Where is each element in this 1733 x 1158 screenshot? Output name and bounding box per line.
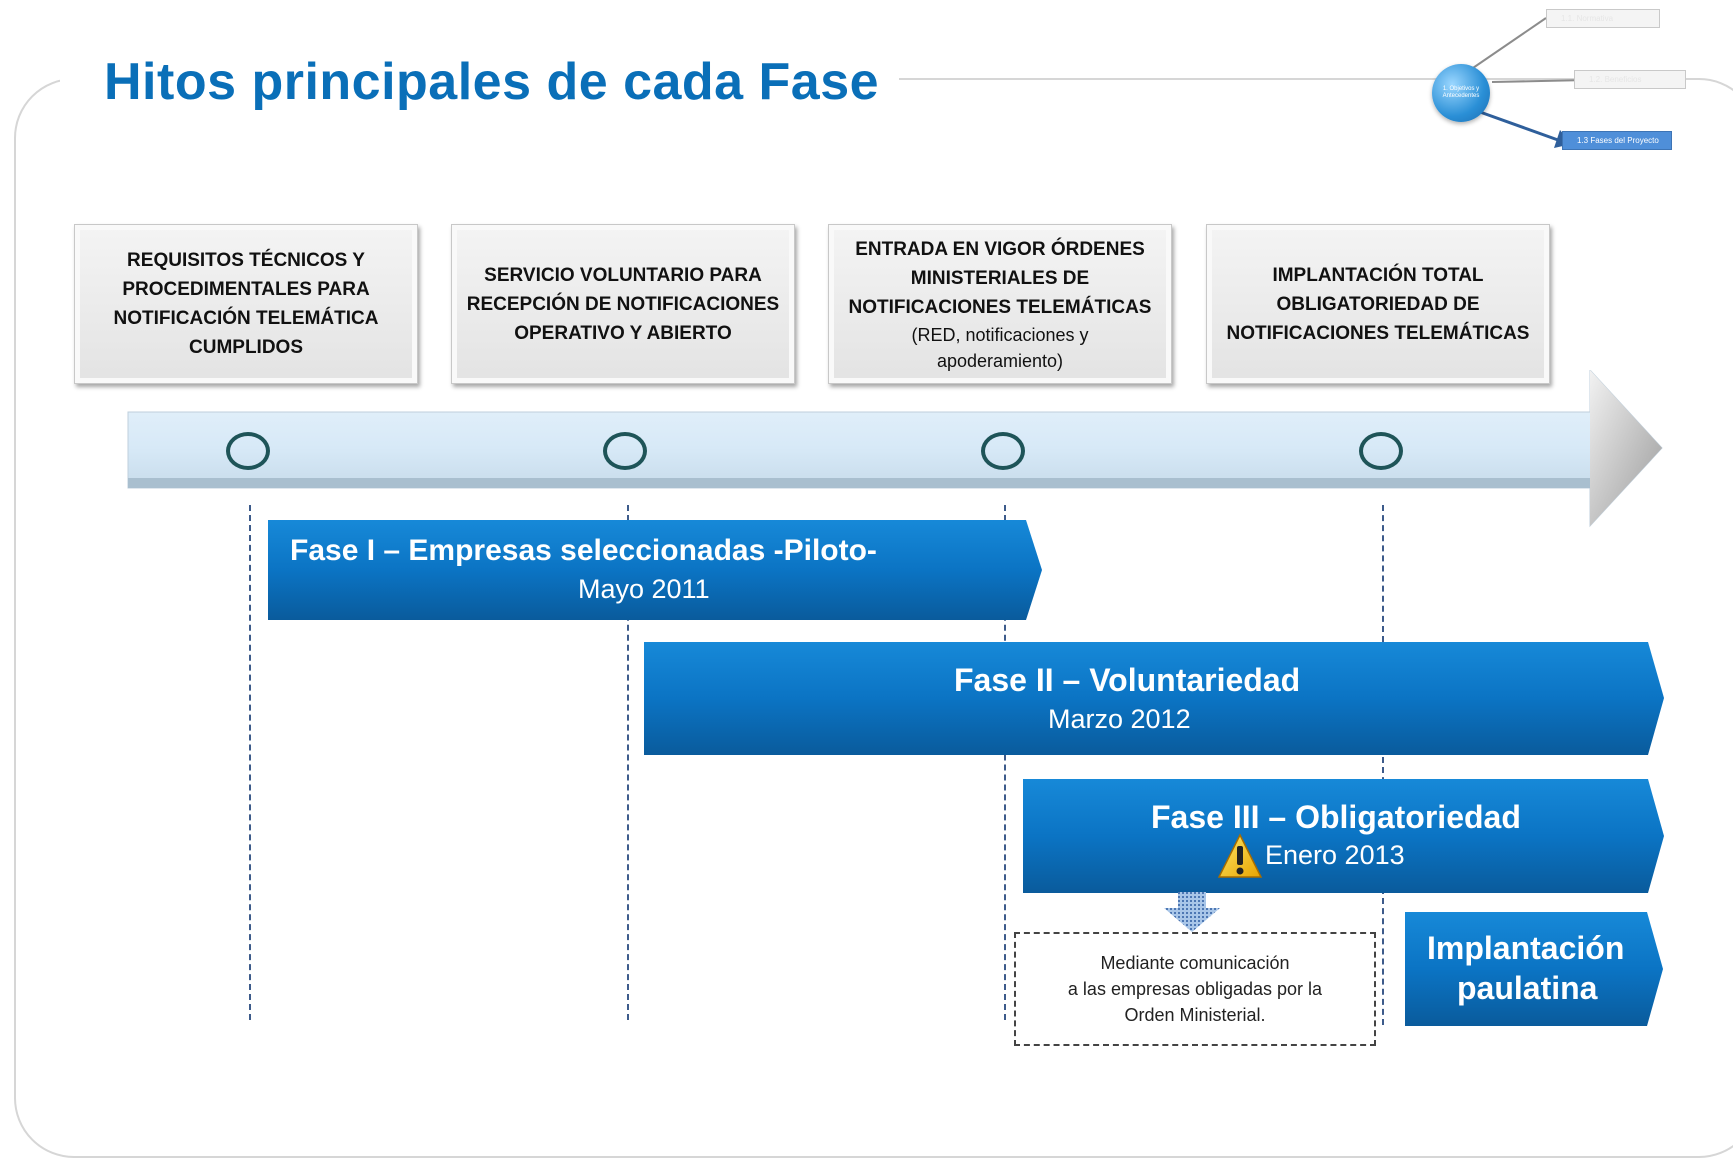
milestone-subtitle: (RED, notificaciones y apoderamiento) [911, 324, 1089, 371]
nav-node-objetivos[interactable]: 1. Objetivos y Antecedentes [1432, 64, 1490, 122]
guide-line-3 [1004, 505, 1006, 1020]
milestone-marker-1 [226, 432, 270, 470]
phase-1-date: Mayo 2011 [578, 574, 710, 604]
warning-icon [1218, 833, 1262, 878]
phase-1-banner: Fase I – Empresas seleccionadas -Piloto-… [268, 520, 1042, 620]
phase-3-title: Fase III – Obligatoriedad [1151, 799, 1521, 835]
nav-item-beneficios[interactable]: 1.2. Beneficios [1574, 70, 1686, 89]
guide-line-1 [249, 505, 251, 1020]
timeline-arrow [127, 370, 1663, 528]
phase-2-title: Fase II – Voluntariedad [954, 662, 1301, 698]
milestone-title: SERVICIO VOLUNTARIO PARA RECEPCIÓN DE NO… [466, 264, 780, 344]
phase-3-date: Enero 2013 [1265, 840, 1405, 870]
nav-item-normativa[interactable]: 1.1. Normativa [1546, 9, 1660, 28]
implantacion-banner: Implantación paulatina [1405, 912, 1663, 1026]
milestone-box-2: SERVICIO VOLUNTARIO PARA RECEPCIÓN DE NO… [451, 224, 795, 384]
milestone-title: ENTRADA EN VIGOR ÓRDENES MINISTERIALES D… [848, 238, 1152, 318]
down-arrow-icon [1164, 892, 1220, 932]
implantacion-line2: paulatina [1457, 970, 1598, 1006]
phase-2-banner: Fase II – Voluntariedad Marzo 2012 [644, 642, 1664, 755]
milestone-box-4: IMPLANTACIÓN TOTAL OBLIGATORIEDAD DE NOT… [1206, 224, 1550, 384]
phase-1-title: Fase I – Empresas seleccionadas -Piloto- [290, 534, 877, 567]
guide-line-4 [1382, 505, 1384, 1025]
implantacion-line1: Implantación [1427, 930, 1625, 966]
nav-item-fases[interactable]: 1.3 Fases del Proyecto [1562, 131, 1672, 150]
milestone-marker-3 [981, 432, 1025, 470]
phase-2-date: Marzo 2012 [1048, 704, 1191, 734]
milestone-title: REQUISITOS TÉCNICOS Y PROCEDIMENTALES PA… [113, 250, 379, 358]
phase-3-banner: Fase III – Obligatoriedad Enero 2013 [1023, 779, 1664, 893]
milestone-marker-2 [603, 432, 647, 470]
milestone-box-3: ENTRADA EN VIGOR ÓRDENES MINISTERIALES D… [828, 224, 1172, 384]
page-title: Hitos principales de cada Fase [60, 52, 900, 112]
note-box: Mediante comunicación a las empresas obl… [1014, 932, 1376, 1046]
guide-line-2 [627, 505, 629, 1020]
milestone-title: IMPLANTACIÓN TOTAL OBLIGATORIEDAD DE NOT… [1226, 264, 1530, 344]
milestone-marker-4 [1359, 432, 1403, 470]
milestone-box-1: REQUISITOS TÉCNICOS Y PROCEDIMENTALES PA… [74, 224, 418, 384]
